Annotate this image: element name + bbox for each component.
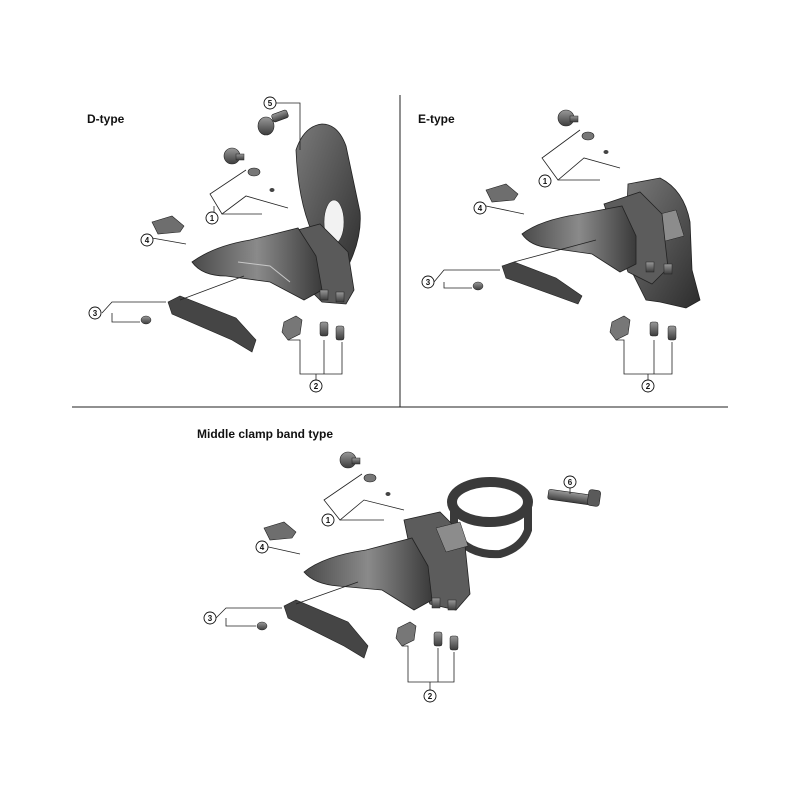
svg-text:2: 2 [646,382,651,391]
clamp-band-ring [447,477,533,527]
svg-text:5: 5 [268,99,273,108]
svg-text:2: 2 [428,692,433,701]
m-part-3-arm-set [256,599,369,659]
m-callout-4: 4 [255,540,269,554]
e-callout-1: 1 [538,174,552,188]
e-type-title: E-type [418,112,455,126]
part-1-bolt-set [223,147,275,192]
svg-text:4: 4 [145,236,150,245]
middle-clamp-title: Middle clamp band type [197,427,334,441]
e-part-3-arm-set [472,261,583,305]
svg-text:1: 1 [210,214,215,223]
m-callout-3: 3 [203,611,217,625]
part-6-clamp-bolt [547,489,601,507]
d-type-title: D-type [87,112,125,126]
m-callout-6: 6 [563,475,577,489]
callout-2: 2 [309,379,323,393]
e-callout-3: 3 [421,275,435,289]
callout-1: 1 [205,211,219,225]
e-part-4-cap [485,183,519,203]
m-callout-1: 1 [321,513,335,527]
middle-clamp-leader-lines [215,473,571,690]
part-4-cap [151,215,185,235]
d-type-leader-lines [101,102,343,380]
svg-text:1: 1 [326,516,331,525]
callout-3: 3 [88,306,102,320]
callout-4: 4 [140,233,154,247]
e-type-chain-cage [521,205,637,273]
svg-text:2: 2 [314,382,319,391]
callout-5: 5 [263,96,277,110]
e-type-leader-lines [433,129,673,380]
m-part-2-small-parts [395,621,459,651]
m-callout-2: 2 [423,689,437,703]
svg-text:3: 3 [208,614,213,623]
d-type-derailleur: 5 1 4 3 2 [88,96,361,393]
svg-text:4: 4 [260,543,265,552]
e-part-2-small-parts [609,315,677,341]
m-part-1-bolt-set [339,451,391,496]
m-part-4-cap [263,521,297,541]
part-2-small-parts [281,315,345,341]
svg-text:1: 1 [543,177,548,186]
middle-clamp-derailleur: 1 6 4 3 2 [203,451,601,703]
e-type-derailleur: 1 4 3 2 [421,109,701,393]
svg-text:3: 3 [93,309,98,318]
svg-text:3: 3 [426,278,431,287]
e-part-1-bolt-set [557,109,609,154]
svg-text:4: 4 [478,204,483,213]
part-5-bolt [257,109,289,136]
part-3-arm-set [140,295,257,353]
middle-clamp-chain-cage [303,537,433,611]
e-callout-4: 4 [473,201,487,215]
svg-text:6: 6 [568,478,573,487]
e-callout-2: 2 [641,379,655,393]
